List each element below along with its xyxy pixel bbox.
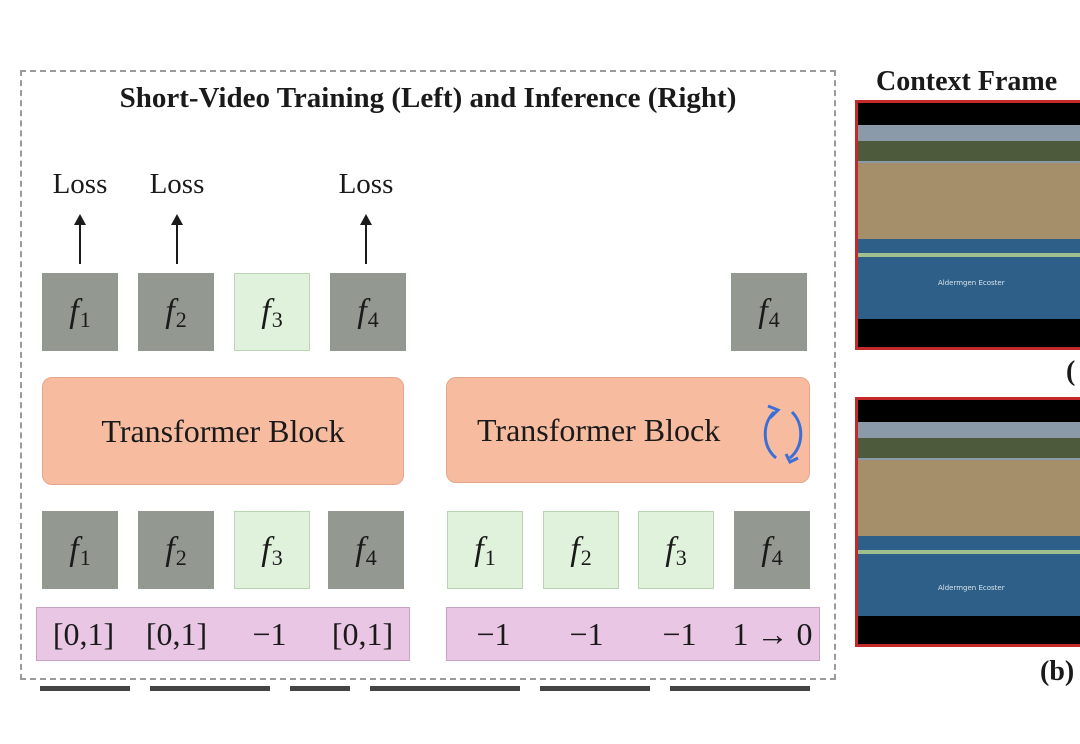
- loss-label-2: Loss: [149, 168, 205, 200]
- dashed-frame: [20, 70, 836, 680]
- video-overlay-text: Aldermgen Ecoster: [938, 279, 1005, 287]
- transformer-block-label: Transformer Block: [101, 412, 345, 449]
- loss-label-4: Loss: [338, 168, 394, 200]
- transformer-block-inference: Transformer Block: [446, 377, 810, 483]
- noise-level: −1: [662, 615, 697, 652]
- loss-label-1: Loss: [52, 168, 108, 200]
- noise-level: −1: [252, 615, 287, 652]
- context-frame-title: Context Frame: [876, 66, 1058, 97]
- loss-arrow-head-1: [74, 214, 86, 225]
- loss-arrow-4: [365, 224, 367, 264]
- noise-level: [0,1]: [331, 615, 394, 652]
- transformer-block-training: Transformer Block: [42, 377, 404, 485]
- transformer-block-label: Transformer Block: [477, 411, 721, 448]
- video-overlay-text: Aldermgen Ecoster: [938, 584, 1005, 592]
- noise-level-row-training: [0,1] [0,1] −1 [0,1]: [36, 607, 410, 661]
- noise-level: −1: [476, 615, 511, 652]
- noise-level: −1: [569, 615, 604, 652]
- noise-level: [0,1]: [145, 615, 208, 652]
- caption-a: (: [1066, 356, 1076, 387]
- diagram-title: Short-Video Training (Left) and Inferenc…: [119, 82, 737, 114]
- video-frame-bottom: Aldermgen Ecoster: [855, 397, 1080, 647]
- noise-level-row-inference: −1 −1 −1 1 → 0: [446, 607, 820, 661]
- noise-level: 1 → 0: [732, 615, 813, 652]
- loss-arrow-2: [176, 224, 178, 264]
- loss-arrow-1: [79, 224, 81, 264]
- loss-arrow-head-2: [171, 214, 183, 225]
- video-frame-top: Aldermgen Ecoster: [855, 100, 1080, 350]
- loop-arrows-icon: [763, 404, 803, 465]
- noise-level: [0,1]: [52, 615, 115, 652]
- loss-arrow-head-4: [360, 214, 372, 225]
- caption-b: (b): [1040, 656, 1075, 687]
- clipped-caption-text: [40, 686, 810, 691]
